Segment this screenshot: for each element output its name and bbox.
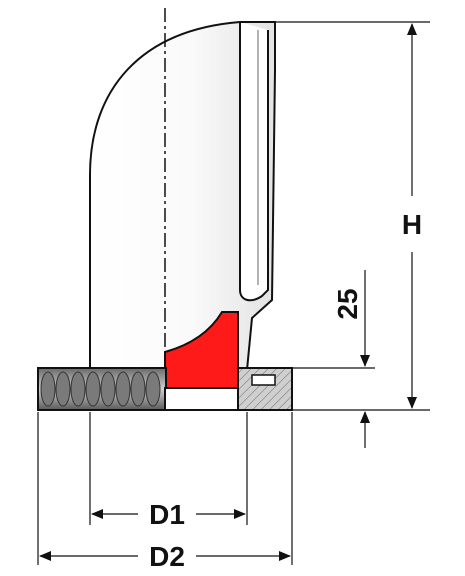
dimension-h-label: H	[402, 209, 422, 240]
vent-body-outline	[89, 21, 276, 371]
knurl-segment	[130, 371, 146, 407]
flange-ring-knurl	[40, 371, 161, 407]
base-spacer	[164, 387, 241, 411]
vent-body	[89, 21, 276, 371]
knurl-segment	[55, 371, 71, 407]
knurl-segment	[85, 371, 101, 407]
red-seal	[164, 311, 239, 389]
extension-lines	[37, 21, 430, 565]
flange-cross-section-groove	[251, 374, 276, 386]
vent-rim	[239, 22, 269, 302]
dimension-d1-label: D1	[149, 499, 185, 530]
dimension-d2-label: D2	[149, 541, 185, 572]
knurl-segment	[70, 371, 86, 407]
knurl-segment	[40, 371, 56, 407]
flange-ring	[37, 367, 167, 411]
dimension-25: 25	[332, 270, 370, 448]
dimension-d2: D2	[39, 541, 291, 572]
dimension-25-label: 25	[332, 288, 363, 319]
dimension-d1: D1	[91, 499, 246, 530]
knurl-segment	[100, 371, 116, 407]
dimension-h: H	[402, 23, 422, 409]
knurl-segment	[145, 371, 161, 407]
knurl-segment	[115, 371, 131, 407]
